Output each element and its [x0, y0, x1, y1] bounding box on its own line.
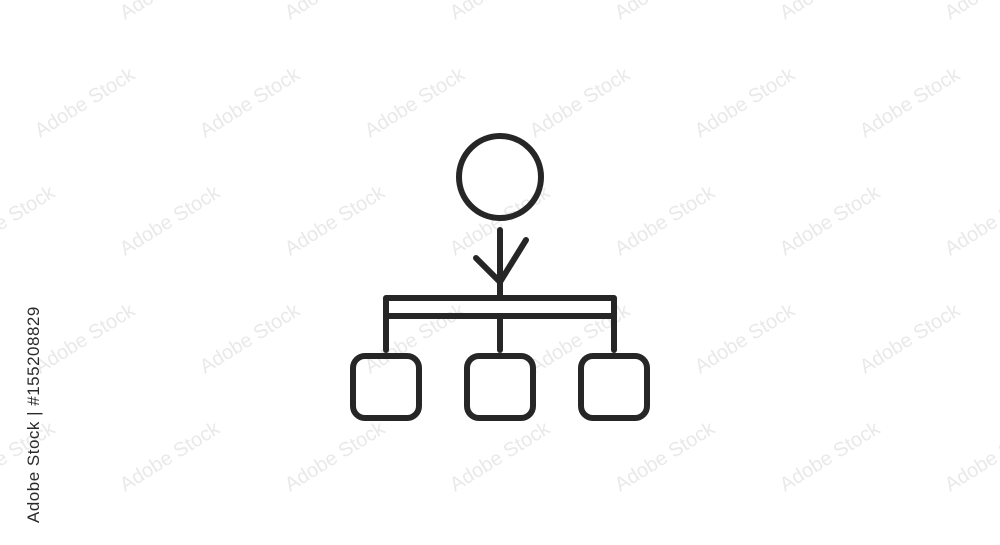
arrow-head-icon [473, 237, 529, 285]
child-node-left [350, 353, 422, 421]
stock-id-label: Adobe Stock | #155208829 [24, 306, 43, 524]
child-node-center [464, 353, 536, 421]
parent-node-circle-icon [456, 133, 544, 221]
child-node-right [578, 353, 650, 421]
